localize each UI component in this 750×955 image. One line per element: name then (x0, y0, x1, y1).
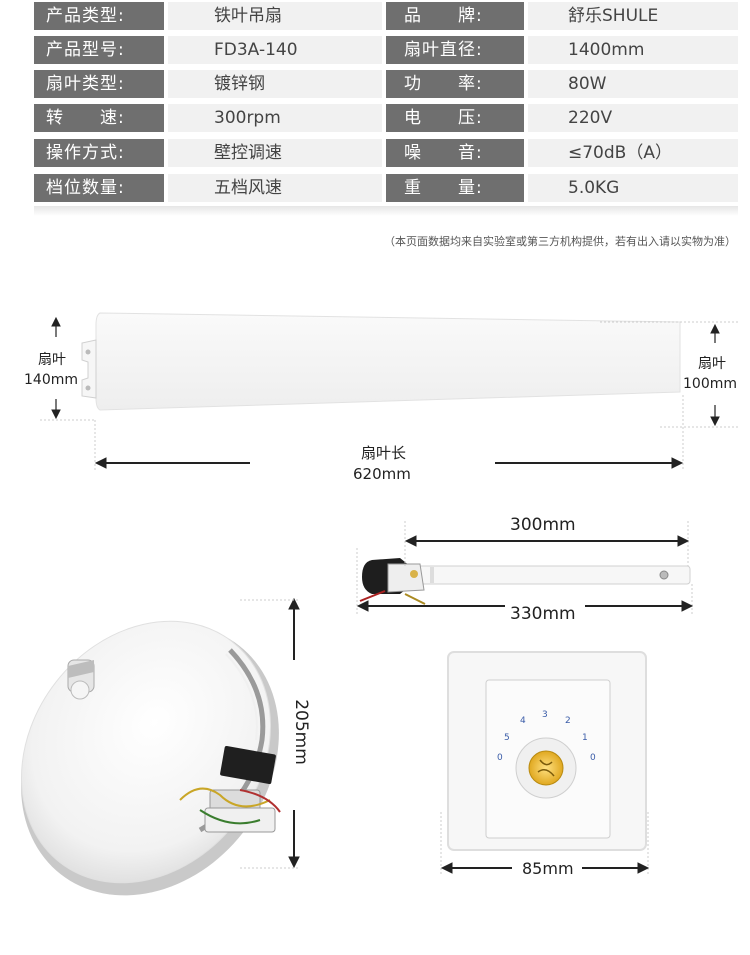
spec-label: 转 速: (34, 104, 164, 132)
blade-right-value: 100mm (683, 376, 737, 392)
spec-value: 300rpm (168, 104, 382, 132)
dial-number: 4 (520, 716, 526, 726)
blade-left-label: 扇叶 (38, 352, 66, 368)
spec-value: 舒乐SHULE (528, 2, 738, 30)
spec-value: 铁叶吊扇 (168, 2, 382, 30)
blade-dimension-lines (40, 316, 740, 470)
spec-value: 80W (528, 70, 738, 98)
spec-value: ≤70dB（A） (528, 139, 738, 167)
spec-value: 壁控调速 (168, 139, 382, 167)
fan-blade-image (81, 312, 681, 411)
dial-number: 3 (542, 710, 548, 720)
motor-image (21, 620, 281, 896)
downrod-dimension-lines (356, 521, 694, 615)
downrod-top-value: 300mm (510, 515, 576, 535)
spec-label: 产品型号: (34, 36, 164, 64)
spec-label: 噪 音: (386, 139, 524, 167)
spec-label: 电 压: (386, 104, 524, 132)
switch-width-value: 85mm (522, 859, 574, 878)
disclaimer-text: （本页面数据均来自实验室或第三方机构提供，若有出入请以实物为准） (384, 235, 736, 248)
spec-value: 220V (528, 104, 738, 132)
spec-label: 重 量: (386, 174, 524, 202)
dial-number: 5 (504, 733, 510, 743)
spec-label: 功 率: (386, 70, 524, 98)
dial-number: 1 (582, 733, 588, 743)
dial-number: 0 (497, 753, 503, 763)
spec-row: 转 速: 300rpm 电 压: 220V (34, 104, 738, 132)
spec-row: 扇叶类型: 镀锌钢 功 率: 80W (34, 70, 738, 98)
spec-row: 档位数量: 五档风速 重 量: 5.0KG (34, 174, 738, 202)
blade-length-label: 扇叶长 (361, 444, 407, 462)
spec-label: 档位数量: (34, 174, 164, 202)
blade-right-label: 扇叶 (698, 356, 726, 372)
spec-label: 品 牌: (386, 2, 524, 30)
spec-value: 1400mm (528, 36, 738, 64)
spec-row: 产品型号: FD3A-140 扇叶直径: 1400mm (34, 36, 738, 64)
table-shadow (34, 206, 738, 216)
blade-left-value: 140mm (24, 372, 78, 388)
spec-label: 扇叶类型: (34, 70, 164, 98)
spec-label: 操作方式: (34, 139, 164, 167)
spec-label: 产品类型: (34, 2, 164, 30)
downrod-image (359, 558, 691, 605)
spec-value: 五档风速 (168, 174, 382, 202)
downrod-bottom-value: 330mm (510, 604, 576, 624)
wall-switch-dimension-lines (440, 812, 650, 876)
spec-row: 操作方式: 壁控调速 噪 音: ≤70dB（A） (34, 139, 738, 167)
spec-row: 产品类型: 铁叶吊扇 品 牌: 舒乐SHULE (34, 2, 738, 30)
spec-label: 扇叶直径: (386, 36, 524, 64)
spec-value: 镀锌钢 (168, 70, 382, 98)
spec-table: 产品类型: 铁叶吊扇 品 牌: 舒乐SHULE 产品型号: FD3A-140 扇… (34, 0, 738, 210)
dial-number: 2 (565, 716, 571, 726)
spec-value: FD3A-140 (168, 36, 382, 64)
blade-length-value: 620mm (353, 465, 411, 483)
dial-number: 0 (590, 753, 596, 763)
spec-value: 5.0KG (528, 174, 738, 202)
motor-dimension-lines (240, 597, 300, 869)
motor-height-value: 205mm (290, 699, 311, 765)
wall-switch-image (447, 651, 647, 851)
